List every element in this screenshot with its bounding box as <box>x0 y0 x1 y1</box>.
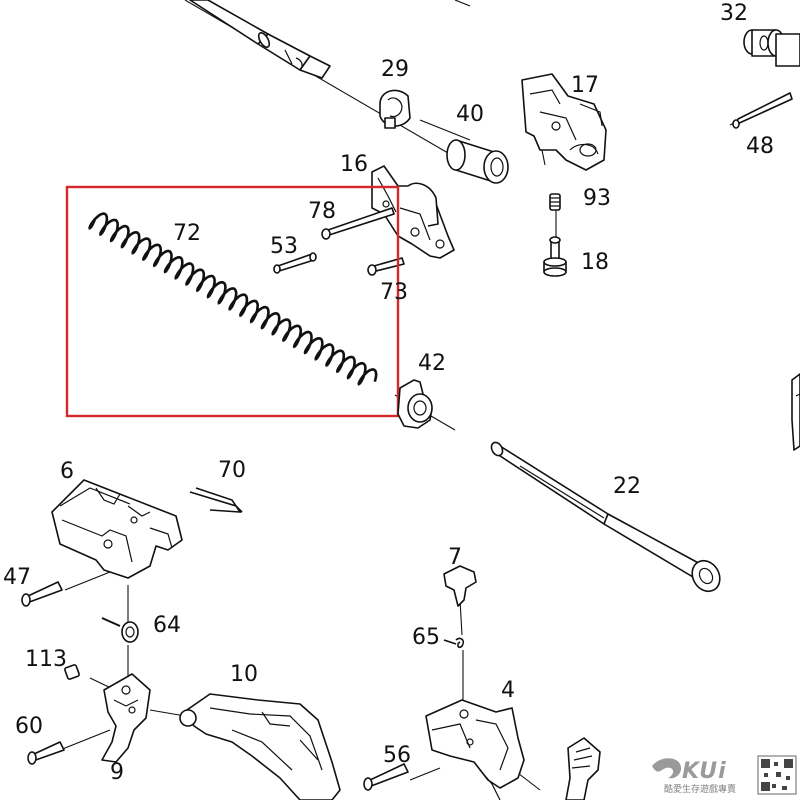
label-7: 7 <box>448 545 462 570</box>
part-113-spring <box>64 664 80 680</box>
part-78-pin <box>321 207 395 240</box>
logo-tagline: 酷愛生存遊戲專賣 <box>664 783 736 795</box>
label-10: 10 <box>230 662 258 687</box>
label-42: 42 <box>418 351 446 376</box>
part-64-spring <box>101 617 139 643</box>
part-32-nozzle <box>743 29 800 67</box>
label-29: 29 <box>381 57 409 82</box>
edge-part-right <box>791 373 800 451</box>
label-78: 78 <box>308 199 336 224</box>
label-4: 4 <box>501 678 515 703</box>
assembly-axis-lines <box>54 0 771 791</box>
label-9: 9 <box>110 760 124 785</box>
label-17: 17 <box>571 73 599 98</box>
label-22: 22 <box>613 474 641 499</box>
watermark-logo: KUi 酷愛生存遊戲專賣 <box>652 755 797 795</box>
part-60-pin <box>27 741 65 765</box>
edge-part-bottom-right <box>565 737 601 800</box>
label-6: 6 <box>60 459 74 484</box>
barrel-part <box>189 0 471 79</box>
part-72-recoil-spring <box>88 212 378 386</box>
label-56: 56 <box>383 743 411 768</box>
part-number-labels: 32 29 17 40 48 16 93 78 72 53 18 73 42 6… <box>3 1 774 785</box>
part-22-guide-rod <box>490 441 721 593</box>
part-48-pin <box>732 92 793 129</box>
label-48: 48 <box>746 134 774 159</box>
part-42-spring-cap <box>397 379 433 429</box>
label-65: 65 <box>412 625 440 650</box>
label-73: 73 <box>380 280 408 305</box>
part-9-trigger <box>101 673 151 763</box>
part-18-screw <box>543 236 567 277</box>
qr-code-icon <box>757 755 797 795</box>
part-40-bushing <box>446 139 509 184</box>
label-40: 40 <box>456 102 484 127</box>
logo-wordmark: KUi <box>682 759 727 784</box>
label-70: 70 <box>218 458 246 483</box>
label-47: 47 <box>3 565 31 590</box>
highlight-box <box>65 185 400 418</box>
part-56-pin <box>363 763 409 791</box>
part-29-ring <box>379 89 411 129</box>
part-53-pin <box>273 252 317 274</box>
part-16-holder <box>371 165 455 259</box>
label-72: 72 <box>173 221 201 246</box>
part-93-spring <box>549 193 561 211</box>
label-64: 64 <box>153 613 181 638</box>
logo-swirl-icon <box>652 758 682 779</box>
part-4-housing <box>425 699 525 800</box>
label-53: 53 <box>270 234 298 259</box>
label-32: 32 <box>720 1 748 26</box>
label-60: 60 <box>15 714 43 739</box>
label-16: 16 <box>340 152 368 177</box>
label-18: 18 <box>581 250 609 275</box>
part-73-screw <box>367 257 405 276</box>
part-17-chamber <box>521 73 607 171</box>
part-47-pin <box>21 581 63 607</box>
part-70-spring-clip <box>189 487 243 513</box>
part-10-trigger-bar <box>179 693 341 800</box>
label-113: 113 <box>25 647 67 672</box>
label-93: 93 <box>583 186 611 211</box>
part-6-housing <box>51 479 183 579</box>
part-7-slide-stop <box>443 565 477 607</box>
part-65-spring <box>443 637 465 649</box>
